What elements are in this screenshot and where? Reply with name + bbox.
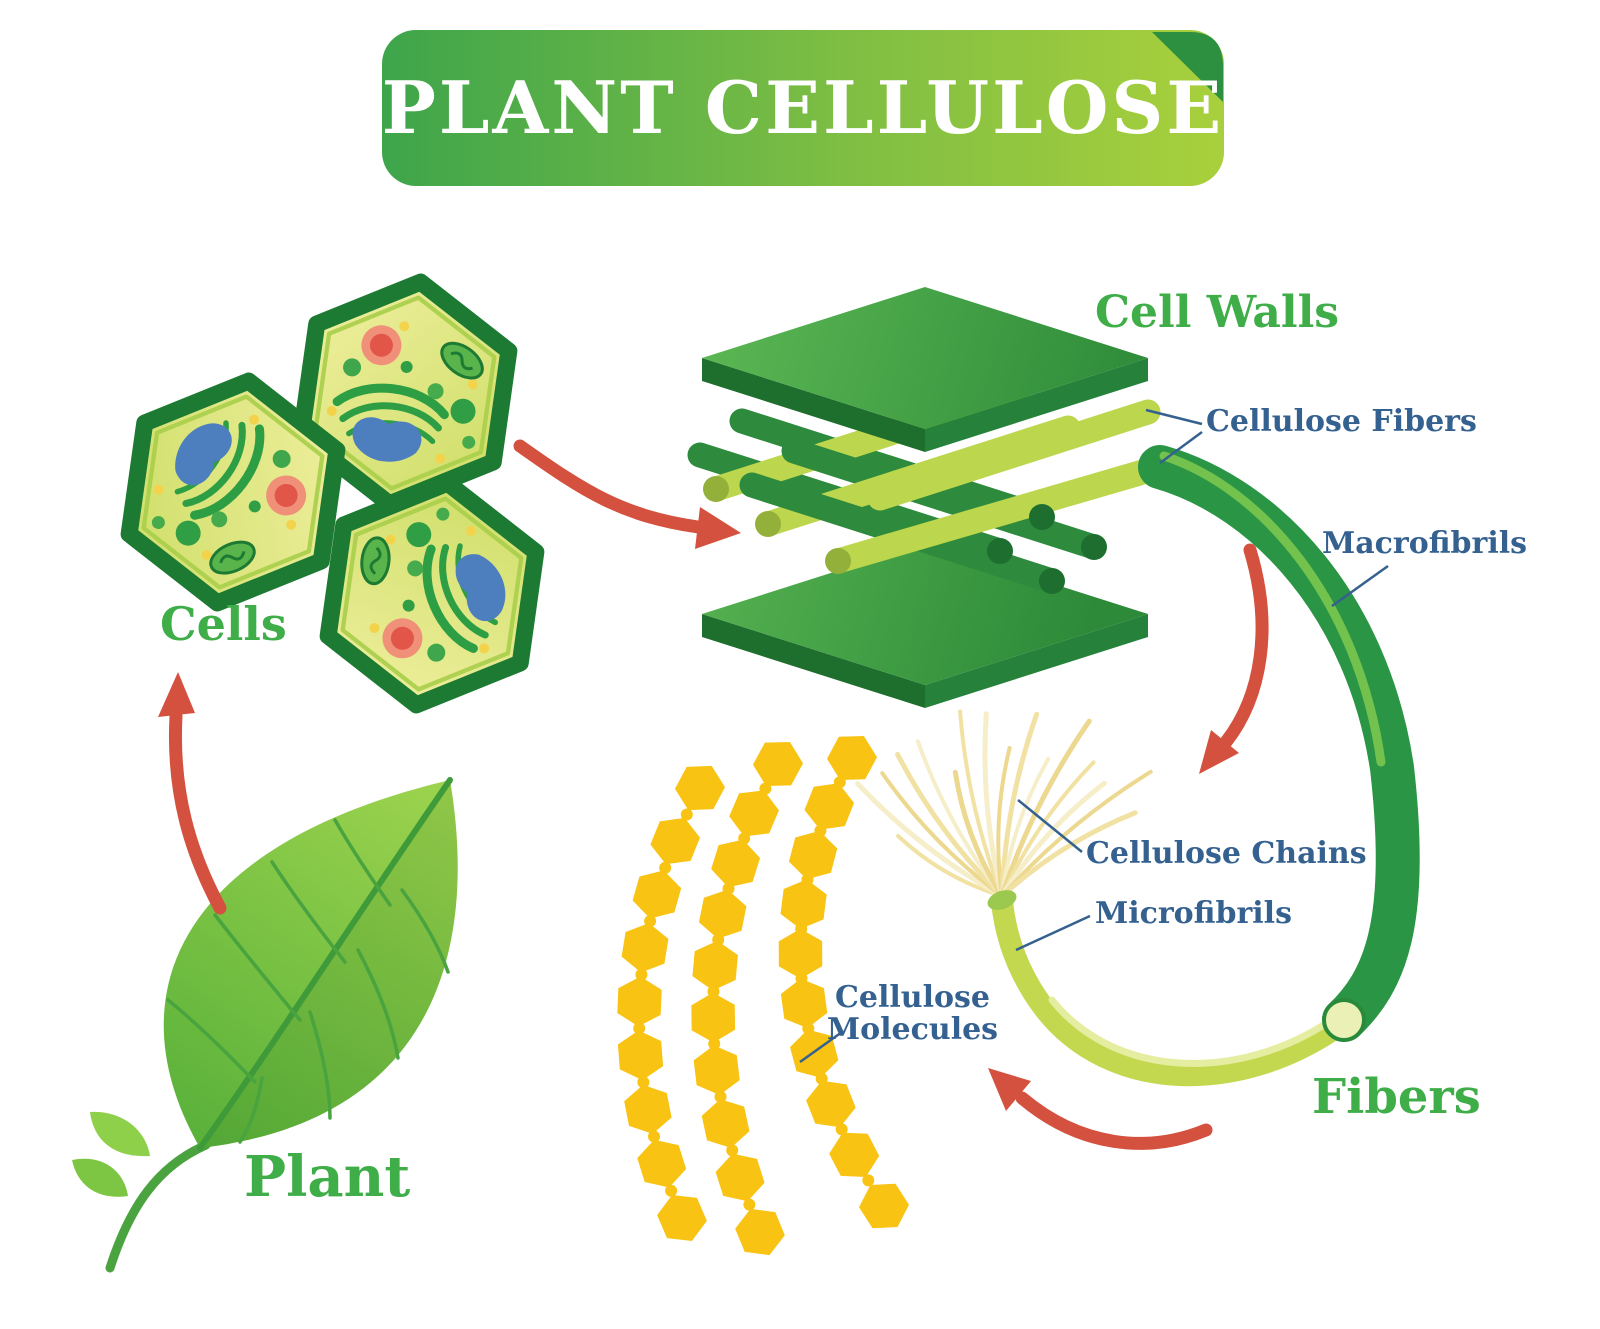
- cell-wall-top-plate: [702, 287, 1148, 452]
- molecule-hexagon: [707, 833, 764, 894]
- cell-wall-illustration: [687, 287, 1175, 708]
- pointer-macrofibrils: [1331, 564, 1389, 608]
- molecule-hexagon: [616, 975, 663, 1028]
- cellulose-fiber-rods: [687, 380, 1175, 594]
- cellulose-chain-strand: [952, 769, 1005, 899]
- pointer-cellulose-fibers-2: [1159, 430, 1203, 465]
- macrofibril-end-cap: [1322, 998, 1366, 1042]
- leaf-midrib: [197, 777, 453, 1151]
- pointer-cellulose-chains: [1017, 799, 1083, 853]
- pointer-cellulose-fibers-1: [1145, 408, 1203, 426]
- molecule-hexagon: [799, 775, 859, 838]
- cellulose-molecule-chain: [778, 725, 916, 1239]
- molecule-hexagon: [692, 1042, 742, 1098]
- molecule-hexagon: [669, 755, 731, 821]
- molecule-hexagon: [621, 1080, 675, 1139]
- cellulose-chain-strand: [999, 711, 1040, 899]
- molecule-hexagon: [629, 864, 685, 925]
- molecule-hexagon: [785, 825, 841, 885]
- molecule-bond-dot: [680, 808, 693, 821]
- molecule-hexagon: [633, 1133, 690, 1194]
- molecule-bond-dot: [708, 1037, 721, 1050]
- diagram-title: PLANT CELLULOSE: [381, 65, 1225, 151]
- molecule-hexagon: [821, 725, 883, 791]
- cellulose-chain-strand: [880, 771, 1004, 898]
- cellulose-chain-strand: [1000, 769, 1153, 898]
- cellulose-chain-strand: [855, 781, 1005, 899]
- cell-wall-bottom-plate: [702, 543, 1148, 708]
- cellulose-chain-strand: [999, 810, 1138, 899]
- plant-label: Plant: [244, 1144, 411, 1210]
- molecule-hexagon: [691, 992, 736, 1043]
- cellulose-molecules-label: Cellulose Molecules: [826, 980, 999, 1047]
- plant-cells-cluster: [85, 269, 572, 726]
- cellulose-chain-strand: [982, 711, 1005, 899]
- pointer-lines: [799, 408, 1389, 1064]
- cellulose-chain-strand: [999, 718, 1092, 899]
- cells-label: Cells: [160, 597, 287, 651]
- molecule-bond-dot: [835, 1123, 848, 1136]
- arrow-fibers-to-molecules: [988, 1068, 1213, 1150]
- title-banner: [382, 30, 1224, 186]
- cellulose-chain-strand: [996, 746, 1012, 898]
- flow-arrows: [158, 439, 1269, 1150]
- light-rod-end-caps: [703, 476, 851, 574]
- cellulose-fibers-label: Cellulose Fibers: [1206, 404, 1477, 439]
- molecule-hexagon: [852, 1173, 916, 1239]
- cellulose-molecule-chain: [691, 731, 809, 1264]
- molecule-hexagon: [616, 1028, 665, 1082]
- molecule-bond-dot: [648, 1130, 660, 1143]
- plant-leaf: [72, 777, 458, 1273]
- cellulose-chain-strand: [895, 751, 1005, 899]
- arrow-cells-to-cell-walls: [513, 439, 741, 549]
- molecule-bond-dot: [659, 861, 672, 874]
- microfibril-strand: [987, 890, 1366, 1087]
- molecule-bond-dot: [714, 1090, 727, 1103]
- banner-fold-corner: [1152, 32, 1223, 102]
- microfibrils-label: Microfibrils: [1095, 896, 1292, 931]
- molecule-bond-dot: [726, 1144, 739, 1157]
- leaf-veins: [166, 818, 450, 1144]
- cellulose-molecule-chains: [616, 725, 916, 1264]
- macrofibrils-label: Macrofibrils: [1322, 526, 1528, 561]
- molecule-hexagon: [645, 809, 705, 873]
- molecule-bond-dot: [637, 1076, 650, 1089]
- molecule-hexagon: [696, 885, 749, 943]
- pointer-cellulose-molecules: [799, 1030, 843, 1064]
- molecule-hexagon: [724, 781, 784, 845]
- molecule-bond-dot: [633, 1022, 646, 1035]
- leaf-stem: [105, 1140, 211, 1273]
- molecule-hexagon: [823, 1122, 885, 1187]
- molecule-hexagon: [699, 1094, 753, 1153]
- microfibril-collar: [987, 890, 1017, 910]
- cell-walls-label: Cell Walls: [1095, 287, 1340, 338]
- leaflet: [72, 1158, 128, 1197]
- molecule-hexagon: [730, 1200, 790, 1264]
- cellulose-molecule-chain: [616, 755, 731, 1250]
- fibers-label: Fibers: [1312, 1069, 1481, 1125]
- molecule-hexagon: [747, 731, 809, 797]
- pointer-microfibrils: [1015, 914, 1091, 952]
- molecule-bond-dot: [665, 1184, 678, 1197]
- molecule-bond-dot: [862, 1174, 875, 1187]
- molecule-hexagon: [652, 1186, 712, 1250]
- cellulose-chain-strand: [999, 780, 1107, 899]
- molecule-hexagon: [711, 1147, 769, 1208]
- arrow-plant-to-cells: [158, 672, 227, 915]
- molecule-hexagon: [619, 919, 671, 976]
- leaflet: [90, 1111, 150, 1157]
- molecule-hexagon: [801, 1072, 861, 1136]
- molecule-hexagon: [691, 938, 740, 993]
- molecule-hexagon: [778, 928, 823, 979]
- cellulose-chain-strand: [1000, 756, 1051, 898]
- macrofibril-fiber: [1138, 445, 1420, 1042]
- cellulose-chains-fray: [855, 709, 1153, 899]
- cellulose-chains-label: Cellulose Chains: [1086, 836, 1367, 871]
- molecule-bond-dot: [635, 968, 648, 981]
- cellulose-chain-strand: [958, 709, 1004, 898]
- molecule-bond-dot: [743, 1198, 756, 1211]
- arrow-cell-wall-to-microfibril: [1199, 543, 1269, 774]
- cellulose-chain-strand: [896, 834, 1004, 898]
